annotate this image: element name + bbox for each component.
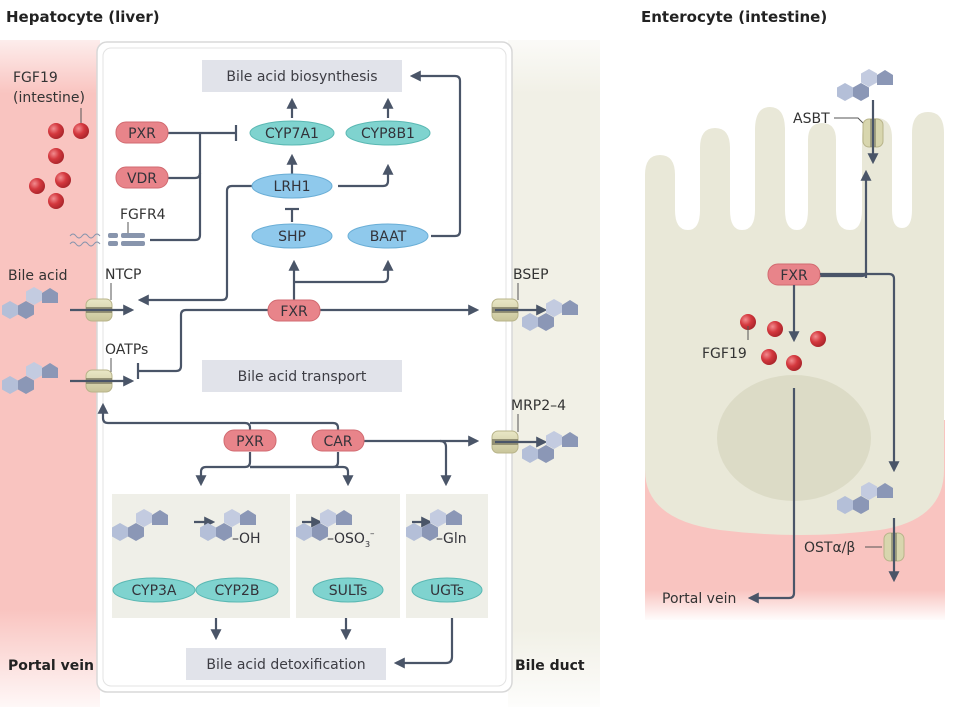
fgfr4-label: FGFR4 — [120, 207, 166, 223]
sults-enzyme: SULTs — [312, 577, 384, 603]
cyp3a-enzyme: CYP3A — [112, 577, 196, 603]
pxr-receptor-bottom: PXR — [223, 429, 277, 452]
biosynthesis-label: Bile acid biosynthesis — [226, 69, 377, 85]
fgf19-ball — [55, 172, 71, 188]
fxr-receptor-intestine: FXR — [767, 263, 821, 286]
svg-text:CYP8B1: CYP8B1 — [361, 126, 415, 142]
fgfr4-receptor — [69, 233, 145, 247]
fgf19-label: FGF19 — [13, 70, 58, 86]
svg-text:PXR: PXR — [236, 434, 264, 450]
bsep-label: BSEP — [513, 267, 549, 283]
detox-label: Bile acid detoxification — [206, 657, 365, 673]
ntcp-label: NTCP — [105, 267, 141, 283]
ugts-enzyme: UGTs — [411, 577, 483, 603]
oh-label: –OH — [232, 531, 261, 547]
mrp-label: MRP2–4 — [511, 398, 566, 414]
cyp8b1-enzyme: CYP8B1 — [345, 120, 431, 146]
svg-text:SULTs: SULTs — [329, 583, 368, 599]
svg-text:LRH1: LRH1 — [274, 179, 311, 195]
intestine-title: Enterocyte (intestine) — [641, 8, 827, 26]
svg-text:SHP: SHP — [278, 229, 306, 245]
lrh1-enzyme: LRH1 — [251, 173, 333, 199]
fgf19-intestine-particles — [740, 314, 826, 371]
transport-box — [202, 360, 402, 392]
svg-text:CYP7A1: CYP7A1 — [265, 126, 319, 142]
bile-acid-lumen — [837, 69, 893, 101]
fgf19-ball — [767, 321, 783, 337]
bile-duct-region — [508, 40, 600, 707]
shp-enzyme: SHP — [251, 223, 333, 249]
svg-text:FXR: FXR — [280, 304, 308, 320]
fgf19-ball — [740, 314, 756, 330]
fgf19-intestine-label: (intestine) — [13, 90, 85, 106]
svg-text:PXR: PXR — [128, 126, 156, 142]
fgf19-particles — [29, 123, 89, 209]
baat-enzyme: BAAT — [347, 223, 429, 249]
svg-text:BAAT: BAAT — [370, 229, 407, 245]
pxr-receptor-top: PXR — [115, 121, 169, 144]
intestine-portal-vein-label: Portal vein — [662, 591, 736, 607]
gln-label: –Gln — [436, 531, 467, 547]
car-receptor: CAR — [311, 429, 365, 452]
oatps-label: OATPs — [105, 342, 148, 358]
fgf19-ball — [761, 349, 777, 365]
transport-label: Bile acid transport — [238, 369, 367, 385]
liver-title: Hepatocyte (liver) — [6, 8, 160, 26]
fgf19-ball — [48, 123, 64, 139]
fgf19-ball — [48, 193, 64, 209]
svg-text:CAR: CAR — [323, 434, 352, 450]
svg-text:FXR: FXR — [780, 268, 808, 284]
vdr-receptor: VDR — [115, 166, 169, 189]
bile-duct-label: Bile duct — [515, 658, 585, 674]
fxr-receptor-liver: FXR — [267, 299, 321, 322]
cyp7a1-enzyme: CYP7A1 — [249, 120, 335, 146]
detox-box — [186, 648, 386, 680]
fgf19-ball — [29, 178, 45, 194]
bile-acid-label: Bile acid — [8, 268, 68, 284]
ost-label: OSTα/β — [804, 540, 855, 556]
cyp2b-enzyme: CYP2B — [195, 577, 279, 603]
oso3-label: –OSO3– — [327, 529, 375, 549]
biosynthesis-box — [202, 60, 402, 92]
fgf19-ball — [810, 331, 826, 347]
svg-text:CYP2B: CYP2B — [214, 583, 259, 599]
fgf19-ball — [786, 355, 802, 371]
asbt-label: ASBT — [793, 111, 830, 127]
svg-text:CYP3A: CYP3A — [131, 583, 176, 599]
fgf19-ball — [73, 123, 89, 139]
svg-text:VDR: VDR — [127, 171, 157, 187]
fgf19-ball — [48, 148, 64, 164]
portal-vein-label: Portal vein — [8, 658, 94, 674]
fgf19-intestine-label: FGF19 — [702, 346, 747, 362]
svg-text:UGTs: UGTs — [430, 583, 464, 599]
